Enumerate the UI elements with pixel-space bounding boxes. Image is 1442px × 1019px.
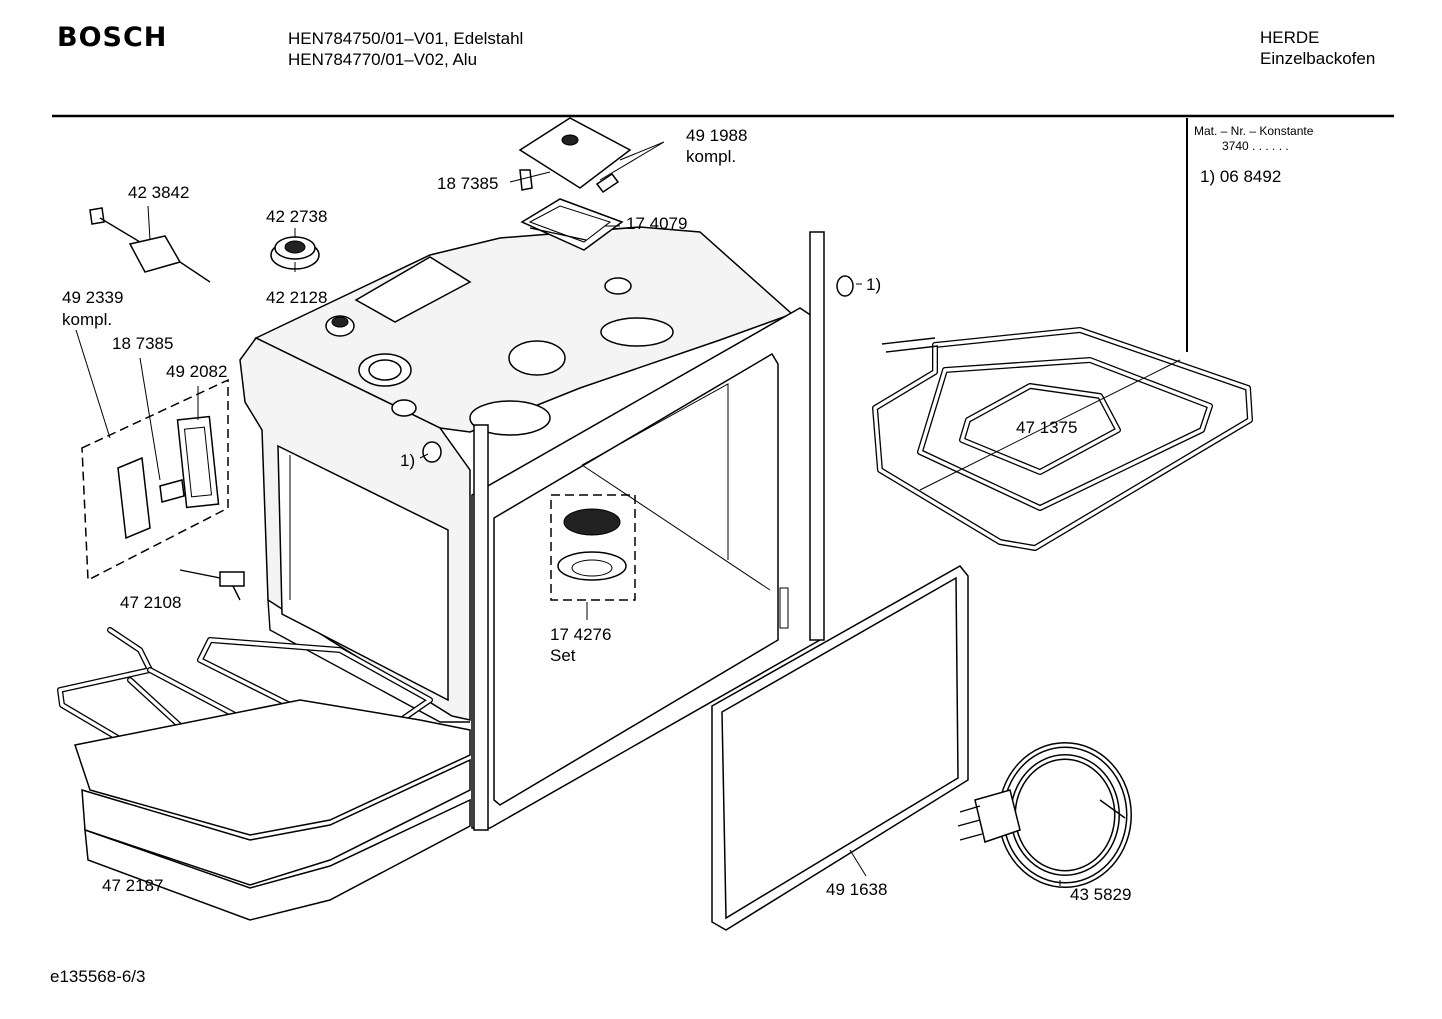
part-label-472108: 47 2108: [120, 593, 182, 612]
front-frame: [471, 231, 825, 831]
part-label-492339-kompl: kompl.: [62, 310, 113, 329]
part-label-174079: 17 4079: [626, 214, 688, 233]
part-label-187385-left: 18 7385: [112, 334, 174, 353]
door-seal: [711, 565, 969, 931]
model-line-1: HEN784750/01–V01, Edelstahl: [288, 29, 524, 48]
category-line-1: HERDE: [1260, 28, 1320, 47]
lamp-set-group: [550, 494, 636, 601]
top-heater-element: [872, 327, 1253, 551]
cooling-duct-assembly: [518, 117, 632, 251]
leader-lines: [75, 141, 1061, 886]
part-label-423842: 42 3842: [128, 183, 190, 202]
door-lock-group: [81, 378, 229, 582]
insulation-mat: [74, 699, 471, 921]
oven-muffle: [239, 226, 794, 723]
footnote-marker-mid: 1): [400, 451, 416, 470]
part-label-492082: 49 2082: [166, 362, 228, 381]
lamp-socket-part: [422, 275, 854, 463]
part-label-471375: 47 1375: [1016, 418, 1078, 437]
part-label-174276-set: Set: [550, 646, 576, 665]
category-line-2: Einzelbackofen: [1260, 49, 1376, 68]
part-label-174276: 17 4276: [550, 625, 612, 644]
part-label-491988: 49 1988: [686, 126, 748, 145]
thermostat-part: [89, 207, 211, 283]
cover-cap-part: [270, 236, 320, 270]
part-label-472187: 47 2187: [102, 876, 164, 895]
footnote-part-number: 1) 06 8492: [1200, 167, 1282, 186]
drawing-id: e135568-6/3: [50, 967, 146, 986]
ring-heater-element: [957, 742, 1132, 888]
part-label-491638: 49 1638: [826, 880, 888, 899]
part-label-187385-top: 18 7385: [437, 174, 499, 193]
material-number-title: Mat. – Nr. – Konstante: [1194, 124, 1314, 138]
footnote-marker-top: 1): [866, 275, 882, 294]
part-label-422128: 42 2128: [266, 288, 328, 307]
material-constant: 3740 . . . . . .: [1222, 139, 1289, 153]
part-label-492339: 49 2339: [62, 288, 124, 307]
part-label-422738: 42 2738: [266, 207, 328, 226]
brand-logo: BOSCH: [57, 22, 168, 53]
model-line-2: HEN784770/01–V02, Alu: [288, 50, 478, 69]
part-label-491988-kompl: kompl.: [686, 147, 737, 166]
part-label-435829: 43 5829: [1070, 885, 1132, 904]
